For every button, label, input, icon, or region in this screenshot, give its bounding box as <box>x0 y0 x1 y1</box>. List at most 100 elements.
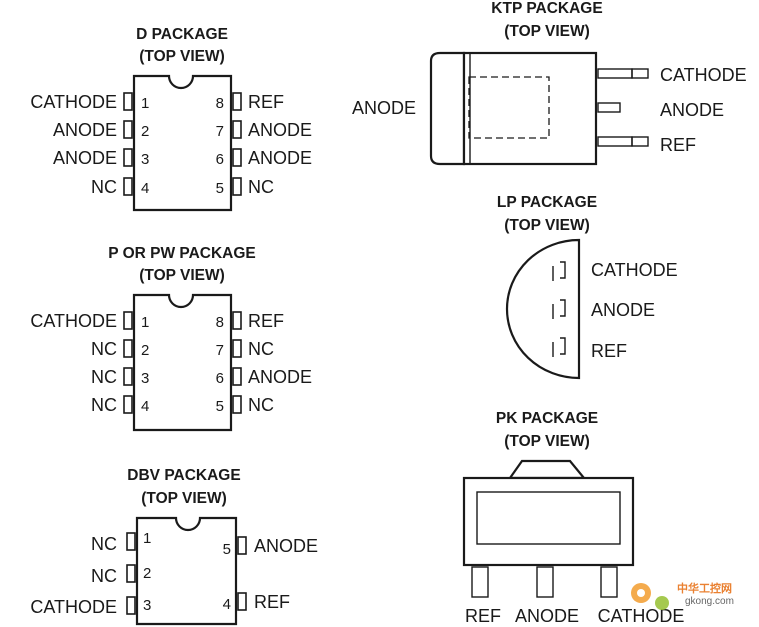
p-pin-5-label: NC <box>248 395 274 415</box>
p-pin-7-label: NC <box>248 339 274 359</box>
p-pin-8-lead <box>232 311 242 330</box>
ktp-pin-cathode-label: CATHODE <box>660 65 747 85</box>
p-pin-1-label: CATHODE <box>30 311 117 331</box>
ktp-package-tab <box>429 51 466 166</box>
d-package-view: (TOP VIEW) <box>139 48 225 65</box>
dbv-pin-1-number: 1 <box>143 530 151 547</box>
d-pin-4-lead <box>123 177 133 196</box>
ktp-pin-ref-label: REF <box>660 135 696 155</box>
p-pin-2-label: NC <box>91 339 117 359</box>
lp-pin-anode-marker <box>552 299 566 319</box>
p-pin-3-number: 3 <box>141 370 149 387</box>
dbv-pin-1-lead <box>126 532 136 551</box>
d-pin-6-number: 6 <box>216 151 224 168</box>
dbv-pin-4-label: REF <box>254 592 290 612</box>
ktp-ref-lead <box>597 136 633 147</box>
pk-package-inner-outline <box>476 491 621 545</box>
d-pin-6-lead <box>232 148 242 167</box>
dbv-pin-5-lead <box>237 536 247 555</box>
d-pin-5-number: 5 <box>216 180 224 197</box>
lp-pin-ref-label: REF <box>591 341 627 361</box>
pk-pin-cathode-label: CATHODE <box>598 606 685 626</box>
p-pin-3-label: NC <box>91 367 117 387</box>
p-pin-7-number: 7 <box>216 342 224 359</box>
d-pin-2-label: ANODE <box>53 120 117 140</box>
pk-ref-lead <box>471 566 489 598</box>
d-pin-1-number: 1 <box>141 95 149 112</box>
d-pin-7-lead <box>232 120 242 139</box>
p-pin-1-lead <box>123 311 133 330</box>
p-package: P OR PW PACKAGE (TOP VIEW) CATHODE NC NC… <box>30 245 312 432</box>
p-pin-4-label: NC <box>91 395 117 415</box>
dbv-pin-5-label: ANODE <box>254 536 318 556</box>
dbv-pin-1-label: NC <box>91 534 117 554</box>
p-pin-6-lead <box>232 367 242 386</box>
dbv-pin-3-number: 3 <box>143 597 151 614</box>
pk-package: PK PACKAGE (TOP VIEW) REF ANODE CATHODE <box>462 410 685 626</box>
pk-package-body <box>462 476 635 567</box>
pk-pin-anode-label: ANODE <box>515 606 579 626</box>
p-pin-5-lead <box>232 395 242 414</box>
ktp-package-die-outline <box>468 76 550 139</box>
d-package: D PACKAGE (TOP VIEW) CATHODE ANODE ANODE… <box>30 26 312 212</box>
ktp-tab-label: ANODE <box>352 98 416 118</box>
dbv-pin-3-label: CATHODE <box>30 597 117 617</box>
lp-package-body <box>505 238 581 380</box>
pk-package-tab <box>507 459 587 480</box>
d-pin-8-number: 8 <box>216 95 224 112</box>
p-pin-4-lead <box>123 395 133 414</box>
p-package-title: P OR PW PACKAGE <box>108 245 256 262</box>
dbv-package-view: (TOP VIEW) <box>141 490 227 507</box>
p-pin-8-label: REF <box>248 311 284 331</box>
ktp-package-view: (TOP VIEW) <box>504 23 590 40</box>
lp-pin-cathode-label: CATHODE <box>591 260 678 280</box>
pk-package-view: (TOP VIEW) <box>504 433 590 450</box>
d-pin-8-lead <box>232 92 242 111</box>
dbv-package-title: DBV PACKAGE <box>127 467 240 484</box>
pk-package-title: PK PACKAGE <box>496 410 598 427</box>
p-pin-3-lead <box>123 367 133 386</box>
d-pin-5-label: NC <box>248 177 274 197</box>
p-package-body <box>132 293 233 432</box>
p-pin-7-lead <box>232 339 242 358</box>
ktp-pin-anode-label: ANODE <box>660 100 724 120</box>
d-pin-2-lead <box>123 120 133 139</box>
dbv-package: DBV PACKAGE (TOP VIEW) NC NC CATHODE 1 2… <box>30 467 318 626</box>
d-pin-2-number: 2 <box>141 123 149 140</box>
lp-pin-anode-label: ANODE <box>591 300 655 320</box>
d-pin-5-lead <box>232 177 242 196</box>
d-pin-1-label: CATHODE <box>30 92 117 112</box>
d-pin-3-lead <box>123 148 133 167</box>
lp-package: LP PACKAGE (TOP VIEW) CATHODE ANODE REF <box>497 194 678 380</box>
watermark-line1: 中华工控网 <box>677 581 732 595</box>
ktp-cathode-lead-tip <box>631 68 649 79</box>
d-pin-3-label: ANODE <box>53 148 117 168</box>
lp-package-view: (TOP VIEW) <box>504 217 590 234</box>
d-pin-4-number: 4 <box>141 180 149 197</box>
p-pin-2-number: 2 <box>141 342 149 359</box>
ktp-package-body <box>462 51 598 166</box>
p-pin-2-lead <box>123 339 133 358</box>
p-pin-8-number: 8 <box>216 314 224 331</box>
p-package-view: (TOP VIEW) <box>139 267 225 284</box>
gear-icon-hub <box>637 589 645 597</box>
lp-pin-ref-marker <box>552 337 566 357</box>
ktp-package-title: KTP PACKAGE <box>491 0 602 17</box>
lp-pin-cathode-marker <box>552 261 566 281</box>
d-pin-6-label: ANODE <box>248 148 312 168</box>
ktp-anode-lead <box>597 102 621 113</box>
d-pin-3-number: 3 <box>141 151 149 168</box>
dbv-package-body <box>135 516 238 626</box>
dbv-pin-5-number: 5 <box>223 541 231 558</box>
dbv-pin-4-lead <box>237 592 247 611</box>
ktp-package: KTP PACKAGE (TOP VIEW) ANODE CATHODE ANO… <box>352 0 747 166</box>
ktp-cathode-lead <box>597 68 633 79</box>
pk-pin-ref-label: REF <box>465 606 501 626</box>
dbv-pin-2-number: 2 <box>143 565 151 582</box>
d-pin-8-label: REF <box>248 92 284 112</box>
p-pin-6-label: ANODE <box>248 367 312 387</box>
dbv-pin-4-number: 4 <box>223 596 231 613</box>
watermark: 中华工控网 gkong.com <box>631 581 734 610</box>
d-pin-7-number: 7 <box>216 123 224 140</box>
